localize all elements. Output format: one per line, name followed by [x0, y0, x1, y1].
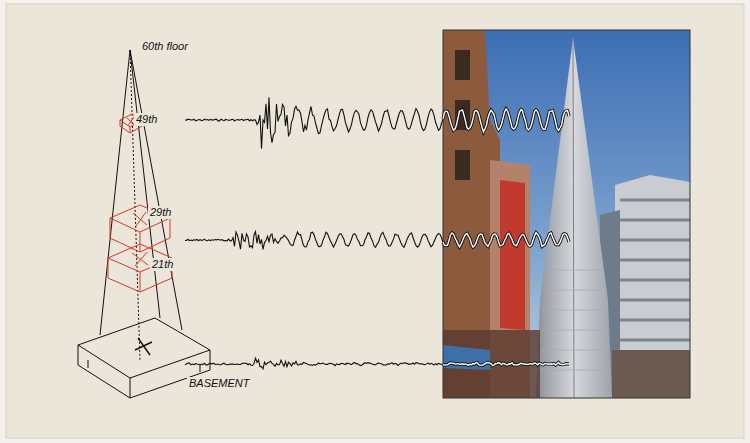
pyramid-drawing [78, 50, 210, 398]
trace-white [443, 109, 569, 132]
trace-white [443, 233, 569, 247]
trace-line [185, 97, 445, 148]
trace-white [443, 363, 569, 366]
floor-label: 60th floor [140, 40, 190, 53]
floor-label: 29th [148, 206, 173, 219]
photo [443, 30, 690, 398]
seismogram-traces [185, 97, 569, 369]
floor-label: 49th [134, 113, 159, 126]
floor-label: 21th [150, 258, 175, 271]
trace-outline [443, 363, 569, 366]
trace-line [185, 358, 445, 369]
trace-line [185, 232, 445, 250]
floor-label: BASEMENT [187, 377, 252, 390]
trace-outline [443, 233, 569, 247]
trace-outline [443, 109, 569, 132]
panel [6, 4, 744, 438]
